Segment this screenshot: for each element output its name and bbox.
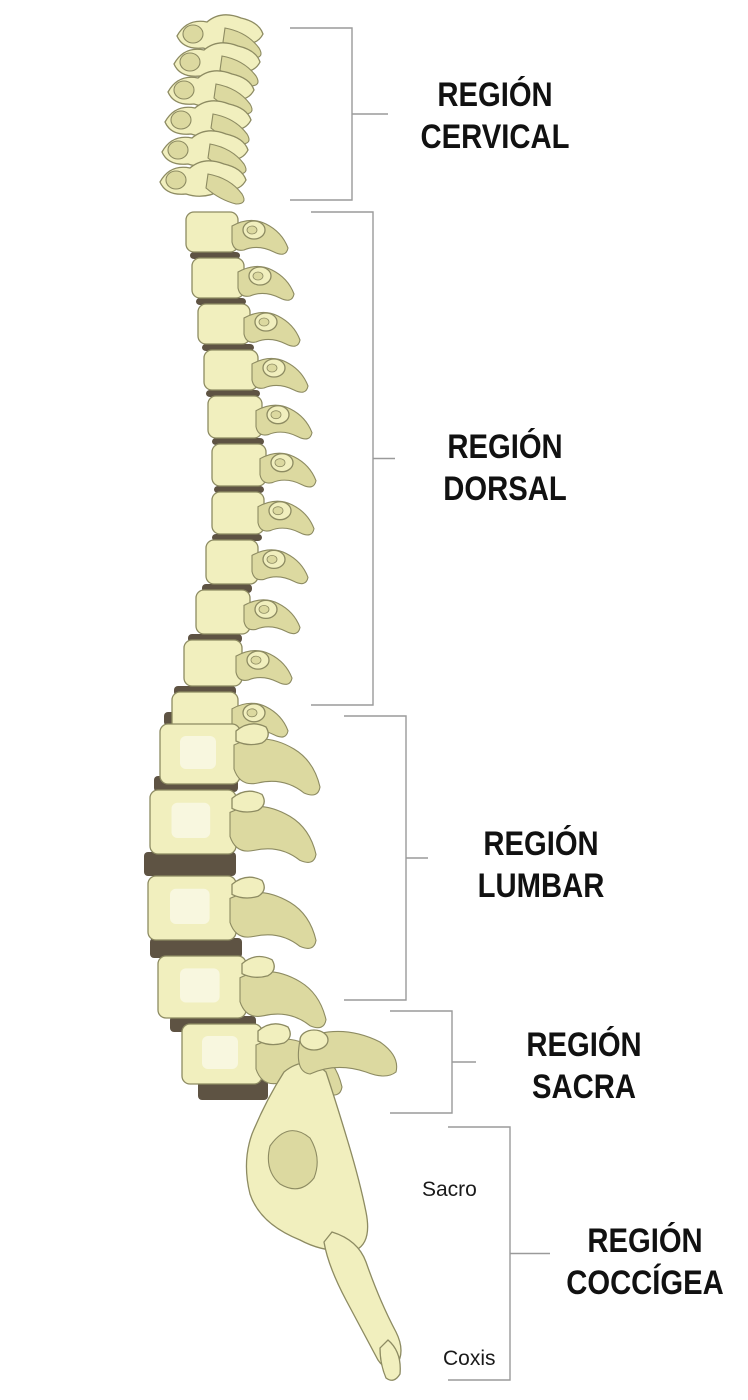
facet-hole [266,363,278,373]
region-label-dorsal: REGIÓN DORSAL [419,426,591,510]
vertebral-body [195,589,251,635]
lumbar-vertebra [159,723,321,796]
intervertebral-disc [150,938,242,958]
vertebral-body [183,639,243,687]
bracket-cervical [290,27,388,201]
bracket-dorsal [311,211,395,706]
dorsal-vertebra [183,639,293,687]
lumbar-vertebra [157,955,327,1029]
cervical-vertebra [176,14,264,59]
dorsal-vertebra [197,303,301,347]
dorsal-vertebra [205,539,309,585]
facet-hole [258,317,270,327]
vertebral-body [203,349,259,391]
articular-process [231,790,265,813]
dorsal-vertebra [207,395,313,440]
spinous-process [239,971,327,1029]
intervertebral-disc [190,252,240,259]
region-label-sacra-line1: REGIÓN [526,1026,642,1064]
spinous-process [229,891,317,949]
lumbar-vertebra [149,789,317,863]
region-label-dorsal-line1: REGIÓN [447,428,563,466]
dorsal-vertebra [195,589,301,635]
facet-hole [246,225,258,235]
sacral-facet [299,1029,329,1051]
vertebral-body-highlight [170,888,210,924]
cervical-facet [170,110,192,130]
coccyx-tip [379,1339,401,1381]
cervical-facet [167,140,189,160]
facet-hole [246,708,258,718]
intervertebral-disc [212,438,264,445]
region-label-dorsal-line2: DORSAL [443,470,567,508]
articular-process [235,723,269,746]
facet-hole [270,410,282,420]
articular-process [257,1023,291,1046]
intervertebral-disc [202,344,254,351]
region-label-cervical-line2: CERVICAL [420,118,570,156]
dorsal-vertebra [191,257,295,301]
bracket-lumbar [344,715,428,1001]
region-label-lumbar-line2: LUMBAR [477,867,605,905]
vertebral-body-highlight [171,802,211,838]
region-label-cervical-line1: REGIÓN [437,76,553,114]
region-label-coccigea-line1: REGIÓN [587,1222,703,1260]
region-label-cervical: REGIÓN CERVICAL [409,74,581,158]
intervertebral-disc [198,1080,268,1100]
vertebral-body [197,303,251,345]
cervical-vertebra [164,100,252,145]
cervical-vertebra [161,130,249,175]
vertebral-body [205,539,259,585]
facet-hole [272,506,284,516]
spinous-process [233,738,321,796]
dorsal-vertebra [211,491,315,536]
intervertebral-disc [206,390,260,397]
vertebral-body [185,211,239,253]
vertebral-body-highlight [180,736,216,769]
vertebral-body [211,491,265,535]
region-label-sacra-line2: SACRA [532,1068,636,1106]
region-label-lumbar-line1: REGIÓN [483,825,599,863]
facet-hole [250,655,262,665]
cervical-vertebra [159,160,247,205]
dorsal-vertebra [211,443,317,488]
vertebral-body-highlight [202,1036,238,1069]
cervical-process [205,173,245,205]
cervical-vertebra [167,70,255,115]
spine-illustration [144,14,402,1381]
dorsal-vertebra [203,349,309,393]
cervical-facet [179,52,201,72]
articular-process [241,955,275,978]
vertebral-body [207,395,263,439]
coxis-label: Coxis [443,1347,496,1370]
region-label-lumbar: REGIÓN LUMBAR [455,823,627,907]
cervical-facet [173,80,195,100]
facet-hole [258,605,270,614]
bracket-sacra [390,1010,476,1114]
sacro-label: Sacro [422,1178,477,1201]
intervertebral-disc [196,298,246,305]
sacrum-shade [267,1130,318,1190]
intervertebral-disc [212,534,262,541]
region-label-coccigea-line2: COCCÍGEA [566,1264,724,1302]
region-label-coccigea: REGIÓN COCCÍGEA [559,1220,731,1304]
lumbar-vertebra [147,875,317,949]
spinous-process [229,805,317,863]
cervical-facet [182,24,204,44]
vertebral-body [191,257,245,299]
region-label-sacra: REGIÓN SACRA [498,1024,670,1108]
intervertebral-disc [144,852,236,876]
intervertebral-disc [214,486,264,493]
dorsal-vertebra [185,211,289,255]
facet-hole [252,271,264,281]
region-brackets [290,27,550,1381]
bracket-coccigea [448,1126,550,1381]
articular-process [231,876,265,899]
vertebral-body [211,443,267,487]
vertebral-body-highlight [180,968,220,1003]
facet-hole [274,458,286,468]
cervical-facet [165,170,187,190]
facet-hole [266,555,278,564]
